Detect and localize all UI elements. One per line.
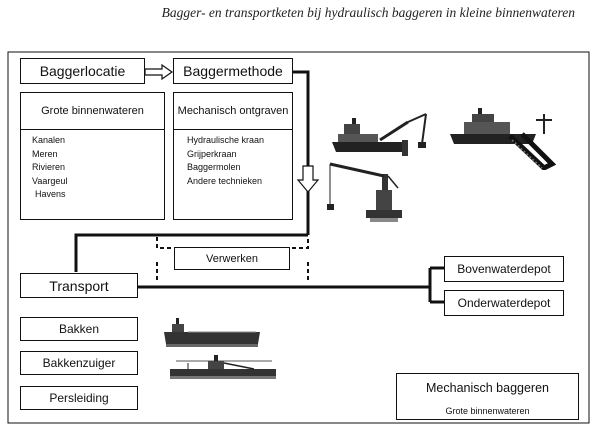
method-to-transport-line: [74, 233, 308, 272]
legend-title-box: Mechanisch baggeren: [396, 373, 579, 403]
method-item: Hydraulische kraan: [187, 135, 265, 145]
processing-box: Verwerken: [174, 247, 290, 270]
dredge-method-box: Baggermethode: [173, 58, 293, 84]
process-loop-top-right: [292, 237, 309, 249]
location-to-method-arrow: [144, 63, 174, 81]
underwater-depot-box: Onderwaterdepot: [444, 290, 564, 316]
location-list: Kanalen Meren Rivieren Vaargeul Havens: [32, 134, 67, 202]
legend-subtitle-box: Grote binnenwateren: [396, 402, 579, 420]
large-waters-header: Grote binnenwateren: [20, 92, 165, 130]
method-output-line: [293, 70, 310, 235]
method-down-arrow: [296, 165, 320, 193]
method-item: Andere technieken: [187, 175, 263, 186]
transport-box: Transport: [20, 273, 138, 298]
location-item: Rivieren: [32, 162, 66, 173]
outer-frame: [7, 51, 590, 424]
dredge-location-box: Baggerlocatie: [20, 58, 145, 84]
method-item: Baggermolen: [187, 162, 241, 173]
hydraulic-excavator-ship-illustration: [332, 113, 427, 156]
barge-illustration: [164, 318, 260, 347]
barge-suction-dredger-illustration: [170, 355, 276, 379]
process-loop-top-left: [156, 237, 172, 249]
barges-box: Bakken: [20, 317, 138, 341]
location-item: Vaargeul: [32, 175, 68, 186]
location-item: Meren: [32, 148, 58, 159]
location-item: Havens: [35, 189, 66, 200]
bucket-dredger-illustration: [450, 108, 557, 170]
barge-suction-box: Bakkenzuiger: [20, 351, 138, 375]
pipeline-box: Persleiding: [20, 386, 138, 410]
grab-crane-illustration: [327, 162, 402, 222]
method-item: Grijperkraan: [187, 148, 237, 159]
location-item: Kanalen: [32, 135, 66, 145]
method-list: Hydraulische kraan Grijperkraan Baggermo…: [187, 134, 264, 188]
mechanical-excavation-header: Mechanisch ontgraven: [173, 92, 293, 130]
above-water-depot-box: Bovenwaterdepot: [444, 256, 564, 282]
page-title: Bagger- en transportketen bij hydraulisc…: [161, 5, 575, 20]
